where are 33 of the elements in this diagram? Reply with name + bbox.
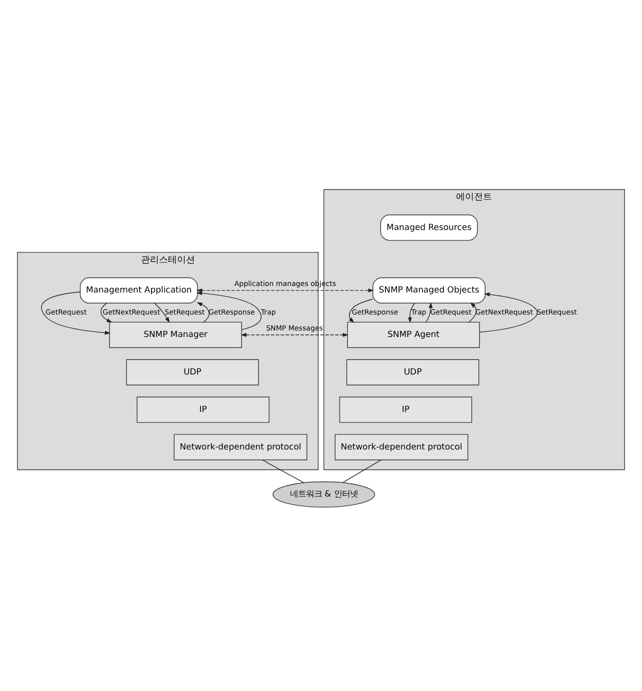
arrow [408,302,416,324]
edge-label: GetRequest [46,307,87,316]
edge-label: GetNextRequest [102,307,160,316]
arrow [154,302,170,323]
edge-label: GetResponse [352,307,398,316]
node-box: UDP [346,359,480,386]
arrow [468,302,477,323]
node-box: SNMP Manager [109,322,242,348]
edge-label: GetResponse [208,307,255,316]
node-box: Management Application [80,277,198,304]
arrow [100,302,112,323]
arrow [196,291,262,330]
node-box: SNMP Agent [347,322,480,348]
node-box: Managed Resources [380,214,478,241]
node-box: Network-dependent protocol [174,434,308,460]
edge-label: Trap [411,307,426,316]
arrow [41,292,111,335]
node-ellipse: 네트워크 & 인터넷 [272,481,376,508]
arrow [196,302,210,322]
node-box: UDP [126,359,259,386]
edge-label: GetRequest [430,307,472,316]
edge-label: SetRequest [164,307,205,316]
arrow [348,298,374,323]
node-box: IP [136,396,270,423]
node-box: SNMP Managed Objects [372,277,486,304]
edge-label: Trap [260,307,276,316]
edge-label: SetRequest [536,307,577,316]
connector [342,460,382,483]
node-box: IP [339,396,472,423]
arrow [426,302,433,322]
arrow [240,332,348,337]
connector [262,460,304,484]
node-box: Network-dependent protocol [334,434,468,460]
